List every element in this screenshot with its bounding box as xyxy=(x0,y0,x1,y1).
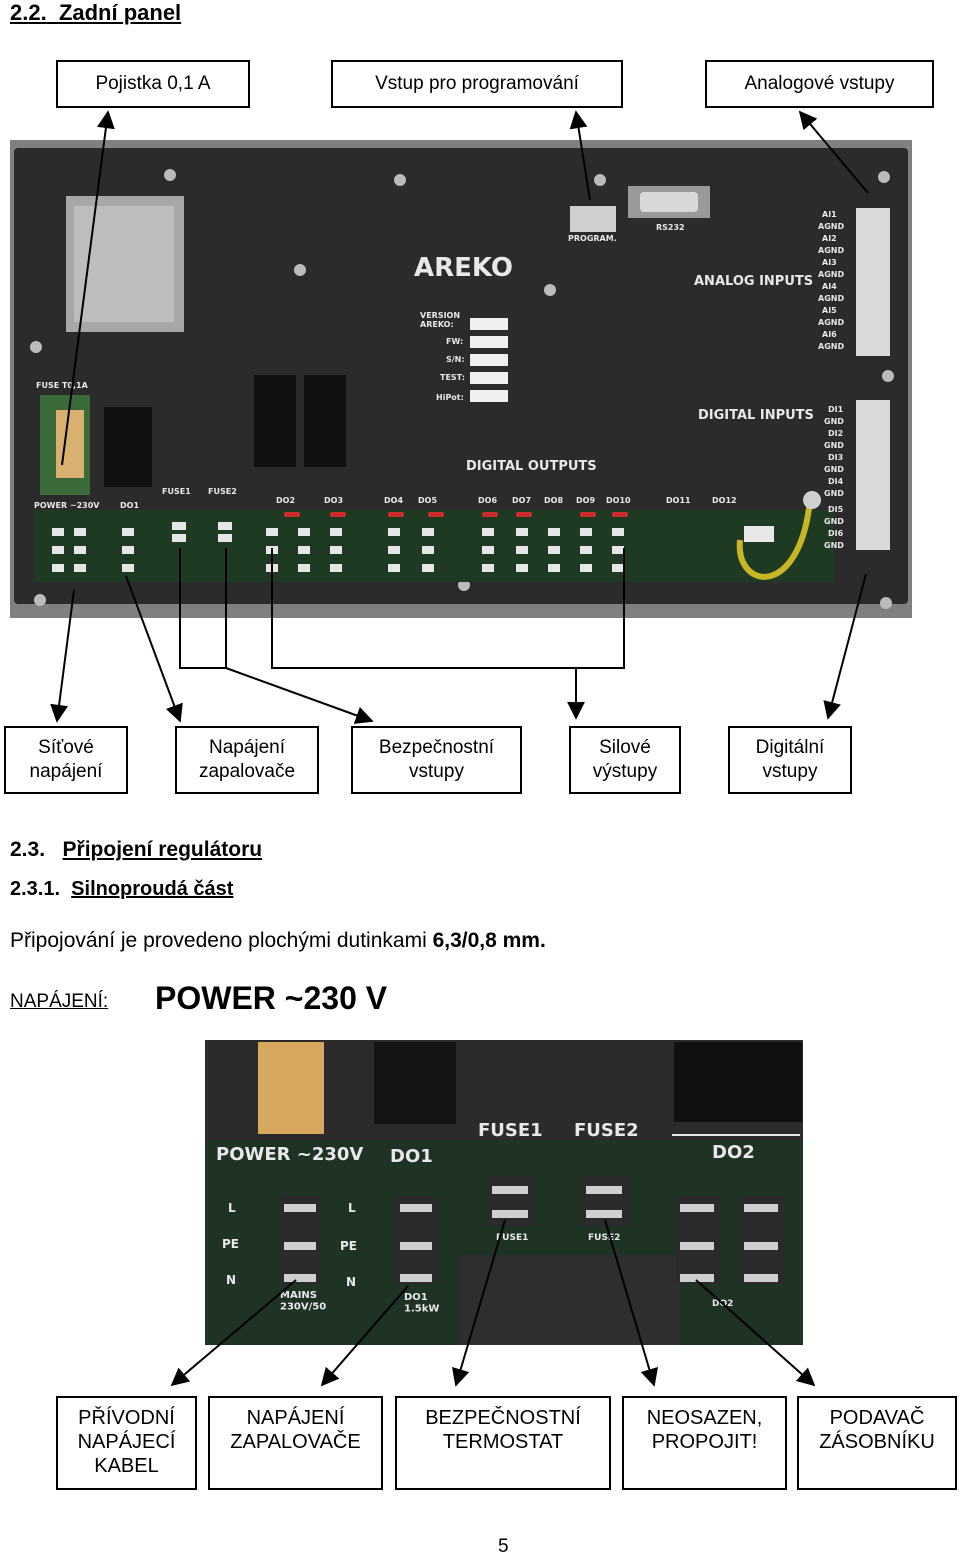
analog-inputs-title: ANALOG INPUTS xyxy=(694,274,813,289)
label-digital-inputs: Digitální vstupy xyxy=(728,726,852,794)
digital-terminal-block xyxy=(856,400,890,550)
section-heading-2-3-1: 2.3.1. Silnoproudá část xyxy=(10,878,233,901)
analog-pin: AGND xyxy=(818,222,844,231)
section-number: 2.3. xyxy=(10,838,46,861)
analog-pin-labels: AI1 AGND AI2 AGND AI3 AGND AI4 AGND AI5 … xyxy=(818,210,844,351)
analog-pin: AGND xyxy=(818,246,844,255)
label-safety-inputs: Bezpečnostní vstupy xyxy=(351,726,522,794)
version-row-2: FW: xyxy=(446,337,463,346)
analog-pin: AGND xyxy=(818,270,844,279)
digital-pin: DI6 xyxy=(828,529,844,538)
analog-pin: AI6 xyxy=(822,330,837,339)
analog-pin: AGND xyxy=(818,342,844,351)
paragraph: Připojování je provedeno plochými dutink… xyxy=(10,929,546,953)
analog-terminal-block xyxy=(856,208,890,356)
section-title: Zadní panel xyxy=(58,0,182,25)
digital-pin: GND xyxy=(824,489,844,498)
analog-pin: AI1 xyxy=(822,210,837,219)
analog-pin: AI4 xyxy=(822,282,837,291)
power-line-label: NAPÁJENÍ: xyxy=(10,991,109,1012)
section-number: 2.3.1. xyxy=(10,878,61,900)
analog-pin: AI5 xyxy=(822,306,837,315)
label-mains-power: Síťové napájení xyxy=(4,726,128,794)
label-igniter-power: Napájení zapalovače xyxy=(175,726,319,794)
callout-arrows xyxy=(50,110,869,724)
output-label: FUSE2 xyxy=(208,487,237,496)
page-number: 5 xyxy=(498,1536,509,1557)
digital-pin: GND xyxy=(824,441,844,450)
label-supply-cable: PŘÍVODNÍ NAPÁJECÍ KABEL xyxy=(56,1396,197,1490)
output-label: DO9 xyxy=(576,496,595,505)
label-hopper-feeder: PODAVAČ ZÁSOBNÍKU xyxy=(797,1396,957,1490)
digital-pin: DI3 xyxy=(828,453,843,462)
output-label: DO5 xyxy=(418,496,437,505)
label-igniter-supply: NAPÁJENÍ ZAPALOVAČE xyxy=(208,1396,383,1490)
digital-pin: GND xyxy=(824,417,844,426)
output-label: DO8 xyxy=(544,496,563,505)
brand-text: AREKO xyxy=(414,253,513,283)
analog-pin: AGND xyxy=(818,294,844,303)
output-label: DO12 xyxy=(712,496,737,505)
version-row-4: TEST: xyxy=(440,373,465,382)
digital-pin: GND xyxy=(824,517,844,526)
label-not-fitted: NEOSAZEN, PROPOJIT! xyxy=(622,1396,787,1490)
program-label: PROGRAM. xyxy=(568,234,617,243)
section-heading-2-2: 2.2. Zadní panel xyxy=(10,0,181,26)
output-label: DO2 xyxy=(276,496,295,505)
version-row-5: HiPot: xyxy=(436,393,464,402)
section-title: Připojení regulátoru xyxy=(62,838,263,861)
label-safety-thermostat: BEZPEČNOSTNÍ TERMOSTAT xyxy=(395,1396,611,1490)
output-label: FUSE1 xyxy=(162,487,191,496)
digital-outputs-title: DIGITAL OUTPUTS xyxy=(466,459,597,474)
output-label: DO7 xyxy=(512,496,531,505)
digital-pin: GND xyxy=(824,465,844,474)
output-label: DO11 xyxy=(666,496,691,505)
digital-pin: DI5 xyxy=(828,505,844,514)
label-programming-input: Vstup pro programování xyxy=(331,60,623,108)
power-line-value: POWER ~230 V xyxy=(155,980,388,1016)
output-labels: DO1 FUSE1 FUSE2 DO2 DO3 DO4 DO5 DO6 DO7 … xyxy=(120,487,737,510)
output-label: DO10 xyxy=(606,496,631,505)
digital-pin: DI4 xyxy=(828,477,844,486)
digital-pin: DI2 xyxy=(828,429,843,438)
fuse-label: FUSE T0,1A xyxy=(36,381,89,390)
label-analog-inputs: Analogové vstupy xyxy=(705,60,934,108)
paragraph-bold: 6,3/0,8 mm. xyxy=(432,929,546,952)
output-label: DO1 xyxy=(120,501,139,510)
rear-panel-photo: AREKO ANALOG INPUTS DIGITAL INPUTS DIGIT… xyxy=(10,140,912,618)
output-label: DO6 xyxy=(478,496,497,505)
version-row-3: S/N: xyxy=(446,355,465,364)
analog-pin: AI3 xyxy=(822,258,837,267)
rs232-label: RS232 xyxy=(656,223,685,232)
paragraph-text: Připojování je provedeno plochými dutink… xyxy=(10,929,433,952)
digital-pin: GND xyxy=(824,541,844,550)
digital-inputs-title: DIGITAL INPUTS xyxy=(698,408,814,423)
analog-pin: AGND xyxy=(818,318,844,327)
section-number: 2.2. xyxy=(10,0,47,25)
analog-pin: AI2 xyxy=(822,234,837,243)
digital-pin-labels: DI1 GND DI2 GND DI3 GND DI4 GND DI5 GND … xyxy=(824,405,844,550)
section-title: Silnoproudá část xyxy=(71,878,234,900)
output-label: DO3 xyxy=(324,496,343,505)
power-label: POWER ~230V xyxy=(34,501,100,510)
label-fuse: Pojistka 0,1 A xyxy=(56,60,250,108)
output-label: DO4 xyxy=(384,496,403,505)
section-heading-2-3: 2.3. Připojení regulátoru xyxy=(10,838,262,862)
label-power-outputs: Silové výstupy xyxy=(569,726,681,794)
digital-pin: DI1 xyxy=(828,405,844,414)
